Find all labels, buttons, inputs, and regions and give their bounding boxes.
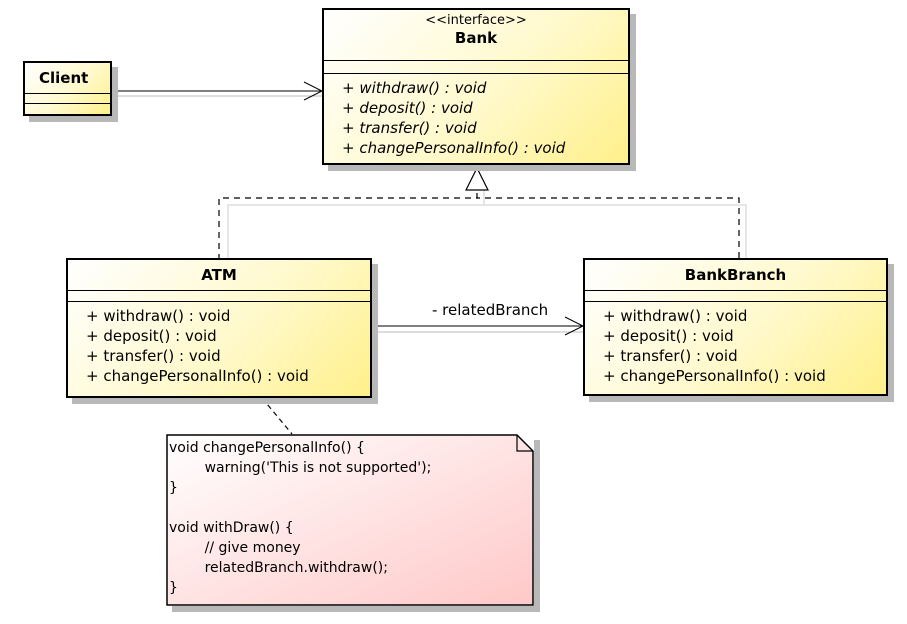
client-name: Client [39,69,89,87]
realization-arrowhead [465,166,489,191]
association-role-label: - relatedBranch [432,301,549,319]
atm-class-box[interactable]: ATM + withdraw() : void + deposit() : vo… [66,258,372,398]
bank-op-withdraw: + withdraw() : void [342,79,487,97]
bankbranch-class-box[interactable]: BankBranch + withdraw() : void + deposit… [583,258,888,396]
atm-name: ATM [201,266,237,284]
atm-op-withdraw: + withdraw() : void [86,307,231,325]
bank-op-transfer: + transfer() : void [342,119,477,137]
bankbranch-op-change-personal-info: + changePersonalInfo() : void [603,367,826,385]
client-bank-association[interactable] [112,81,324,101]
atm-realization-edge[interactable] [218,190,485,260]
bank-interface-box[interactable]: <<interface>> Bank + withdraw() : void +… [322,8,630,165]
note-code-text: void changePersonalInfo() { warning('Thi… [169,440,432,596]
code-note[interactable]: void changePersonalInfo() { warning('Thi… [166,434,534,606]
bank-op-change-personal-info: + changePersonalInfo() : void [342,139,566,157]
bankbranch-op-deposit: + deposit() : void [603,327,734,345]
bankbranch-op-transfer: + transfer() : void [603,347,738,365]
atm-op-change-personal-info: + changePersonalInfo() : void [86,367,309,385]
atm-bankbranch-association[interactable] [372,316,585,336]
bankbranch-name: BankBranch [684,266,787,284]
bank-name: Bank [454,29,498,47]
note-shape [166,434,534,606]
bankbranch-op-withdraw: + withdraw() : void [603,307,748,325]
client-class-box[interactable]: Client [23,61,112,116]
bank-op-deposit: + deposit() : void [342,99,473,117]
bankbranch-realization-edge[interactable] [477,197,747,258]
atm-op-deposit: + deposit() : void [86,327,217,345]
atm-op-transfer: + transfer() : void [86,347,221,365]
note-anchor-line [261,397,293,435]
bank-stereotype: <<interface>> [425,13,527,28]
